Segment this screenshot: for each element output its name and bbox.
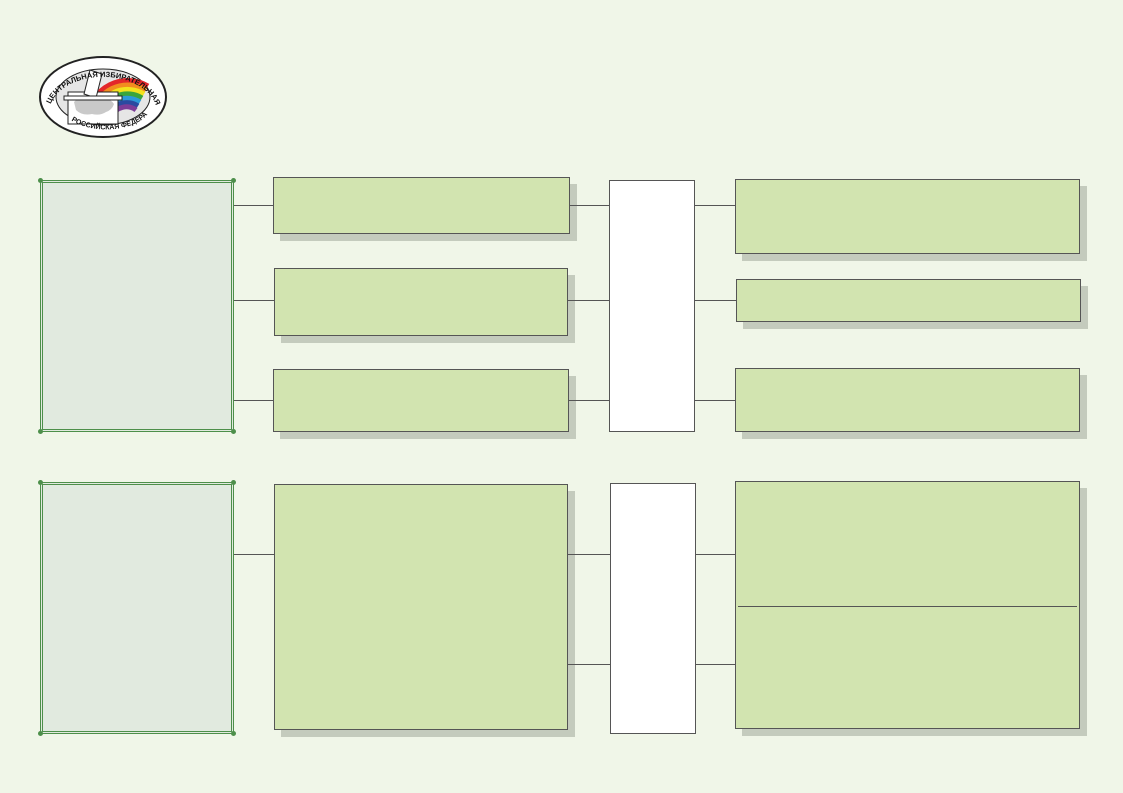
- connector-line: [234, 300, 274, 301]
- top-middle-box-2: [274, 268, 568, 336]
- connector-line: [696, 554, 736, 555]
- bottom-center-column: [610, 483, 696, 734]
- bottom-middle-box: [274, 484, 568, 730]
- cik-emblem-logo: ЦЕНТРАЛЬНАЯ ИЗБИРАТЕЛЬНАЯ КОМИССИЯ РОССИ…: [38, 56, 167, 138]
- corner-dot: [38, 178, 43, 183]
- connector-line: [695, 300, 737, 301]
- connector-line: [569, 400, 610, 401]
- connector-line: [570, 205, 610, 206]
- top-middle-box-3: [273, 369, 569, 432]
- connector-line: [568, 554, 610, 555]
- connector-line: [234, 400, 274, 401]
- top-left-panel: [40, 180, 234, 432]
- top-right-box-3: [735, 368, 1080, 432]
- connector-line: [695, 400, 736, 401]
- corner-dot: [231, 731, 236, 736]
- corner-dot: [38, 429, 43, 434]
- connector-line: [234, 554, 274, 555]
- connector-line: [695, 205, 736, 206]
- corner-dot: [231, 429, 236, 434]
- corner-dot: [38, 731, 43, 736]
- connector-line: [234, 205, 274, 206]
- top-right-box-1: [735, 179, 1080, 254]
- corner-dot: [38, 480, 43, 485]
- bottom-right-box: [735, 481, 1080, 729]
- top-middle-box-1: [273, 177, 570, 234]
- bottom-right-divider: [738, 606, 1077, 607]
- connector-line: [696, 664, 736, 665]
- top-center-column: [609, 180, 695, 432]
- bottom-left-panel: [40, 482, 234, 734]
- corner-dot: [231, 178, 236, 183]
- connector-line: [568, 300, 610, 301]
- connector-line: [568, 664, 610, 665]
- corner-dot: [231, 480, 236, 485]
- top-right-box-2: [736, 279, 1081, 322]
